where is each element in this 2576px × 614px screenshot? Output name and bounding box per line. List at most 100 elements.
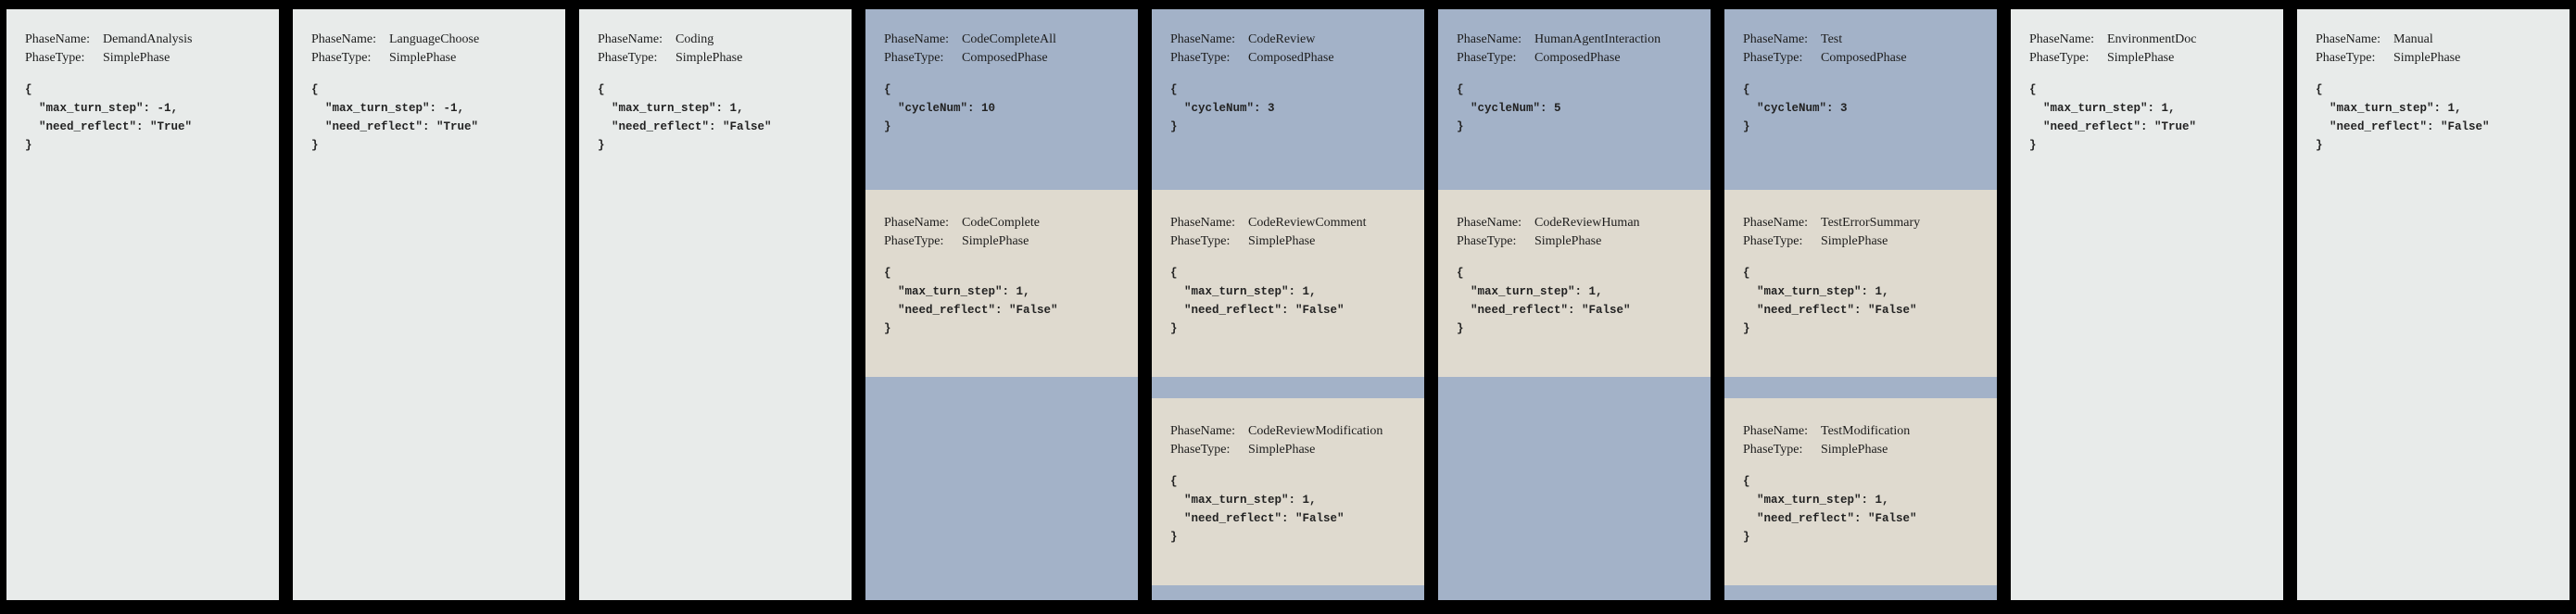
config-line: "need_reflect": "False" [1170,304,1345,317]
phase-card-human-agent-interaction: PhaseName:HumanAgentInteraction PhaseTyp… [1438,9,1711,600]
phase-name-value: Coding [676,32,714,46]
config-line: } [1170,120,1178,133]
config-line: } [884,120,891,133]
phase-name-label: PhaseName: [1170,32,1235,46]
phase-name-label: PhaseName: [25,32,90,46]
phase-type-row: PhaseType: ComposedPhase [884,49,1129,68]
phase-config-json: { "max_turn_step": 1, "need_reflect": "F… [1170,264,1415,338]
phase-card-code-complete-all: PhaseName:CodeCompleteAll PhaseType: Comp… [865,9,1138,600]
phase-name-row: PhaseName:TestErrorSummary [1743,214,1988,232]
phase-header: PhaseName: Coding PhaseType: SimplePhase {… [579,9,852,155]
config-line: "need_reflect": "False" [2316,120,2490,133]
config-line: "need_reflect": "True" [25,120,193,133]
phase-name-row: PhaseName:HumanAgentInteraction [1457,31,1701,49]
phase-name-value: TestModification [1821,424,1911,438]
phase-type-row: PhaseType: SimplePhase [2316,49,2560,68]
phase-name-row: PhaseName:CodeReview [1170,31,1415,49]
config-line: "need_reflect": "False" [598,120,772,133]
phase-type-row: PhaseType:ComposedPhase [1743,49,1988,68]
config-line: } [1170,531,1178,544]
phase-config-json: { "cycleNum": 10 } [884,81,1129,136]
nested-phase-card-test-modification: PhaseName:TestModification PhaseType:Sim… [1724,398,1997,585]
phase-name-label: PhaseName: [1743,32,1808,46]
phase-name-label: PhaseName: [884,32,949,46]
config-line: "max_turn_step": 1, [1170,285,1317,298]
phase-name-value: Test [1821,32,1843,46]
phase-type-label: PhaseType: [25,51,85,65]
config-line: } [1743,120,1750,133]
config-line: } [1743,531,1750,544]
phase-name-value: LanguageChoose [389,32,480,46]
phase-type-label: PhaseType: [1457,51,1517,65]
phase-header: PhaseName:TestModification PhaseType:Sim… [1724,398,1997,546]
phase-type-value: SimplePhase [1248,443,1316,457]
config-line: "max_turn_step": 1, [1170,494,1317,507]
phase-name-label: PhaseName: [884,216,949,230]
phase-type-label: PhaseType: [1743,51,1803,65]
config-line: "cycleNum": 10 [884,102,996,115]
phase-name-value: EnvironmentDoc [2107,32,2197,46]
config-line: "need_reflect": "True" [2029,120,2197,133]
config-line: { [1457,267,1464,280]
config-line: } [311,139,319,152]
phase-name-label: PhaseName: [1457,216,1522,230]
phase-type-value: SimplePhase [1248,234,1316,248]
config-line: "max_turn_step": -1, [311,102,465,115]
phase-type-value: ComposedPhase [962,51,1048,65]
phase-card-code-review: PhaseName:CodeReview PhaseType:ComposedP… [1152,9,1424,600]
phase-config-json: { "max_turn_step": 1, "need_reflect": "F… [598,81,842,155]
phase-name-label: PhaseName: [1743,424,1808,438]
phase-type-label: PhaseType: [884,51,944,65]
config-line: "max_turn_step": -1, [25,102,179,115]
phase-name-row: PhaseName: TestModification [1743,422,1988,441]
phase-header: PhaseName:DemandAnalysis PhaseType:Simpl… [6,9,279,155]
phase-type-value: SimplePhase [389,51,457,65]
phase-config-json: { "max_turn_step": -1, "need_reflect": "… [25,81,270,155]
config-line: { [598,83,605,96]
phase-config-json: { "cycleNum": 3 } [1170,81,1415,136]
config-line: { [1743,267,1750,280]
phase-header: PhaseName:TestErrorSummary PhaseType:Sim… [1724,190,1997,338]
phase-type-row: PhaseType: SimplePhase [1170,441,1415,459]
phase-type-row: PhaseType:ComposedPhase [1457,49,1701,68]
phase-type-row: PhaseType:SimplePhase [884,232,1129,251]
config-line: } [1457,322,1464,335]
config-line: } [2029,139,2037,152]
config-line: "max_turn_step": 1, [1743,494,1889,507]
phase-name-value: DemandAnalysis [103,32,193,46]
phase-name-label: PhaseName: [598,32,663,46]
phase-type-label: PhaseType: [1743,234,1803,248]
phase-type-value: SimplePhase [2107,51,2175,65]
phase-config-json: { "max_turn_step": 1, "need_reflect": "F… [884,264,1129,338]
phase-header: PhaseName:EnvironmentDoc PhaseType:Simpl… [2011,9,2283,155]
phase-name-row: PhaseName: Coding [598,31,842,49]
phase-type-label: PhaseType: [1170,443,1231,457]
phase-header: PhaseName:CodeComplete PhaseType:SimpleP… [865,190,1138,338]
phase-name-row: PhaseName: DemandAnalysis [25,31,270,49]
phase-config-json: { "cycleNum": 3 } [1743,81,1988,136]
phase-name-row: PhaseName: Test [1743,31,1988,49]
config-line: } [25,139,32,152]
phase-header: PhaseName:CodeReviewModification PhaseTy… [1152,398,1424,546]
config-line: { [1170,267,1178,280]
phase-name-row: PhaseName:Manual [2316,31,2560,49]
config-line: { [884,83,891,96]
phase-name-row: PhaseName:CodeCompleteAll [884,31,1129,49]
config-line: "need_reflect": "False" [1743,304,1917,317]
phase-type-label: PhaseType: [1743,443,1803,457]
phase-type-value: SimplePhase [676,51,743,65]
phase-type-row: PhaseType:SimplePhase [1457,232,1701,251]
config-line: { [2316,83,2323,96]
phase-type-label: PhaseType: [598,51,658,65]
phase-config-json: { "max_turn_step": 1, "need_reflect": "F… [1457,264,1701,338]
phase-type-value: SimplePhase [2393,51,2461,65]
phase-type-label: PhaseType: [2316,51,2376,65]
config-line: { [311,83,319,96]
phase-name-label: PhaseName: [311,32,376,46]
phase-type-label: PhaseType: [311,51,372,65]
phase-name-row: PhaseName:EnvironmentDoc [2029,31,2274,49]
phase-config-json: { "max_turn_step": -1, "need_reflect": "… [311,81,556,155]
config-line: { [2029,83,2037,96]
phase-type-label: PhaseType: [1170,51,1231,65]
config-line: "cycleNum": 3 [1743,102,1848,115]
